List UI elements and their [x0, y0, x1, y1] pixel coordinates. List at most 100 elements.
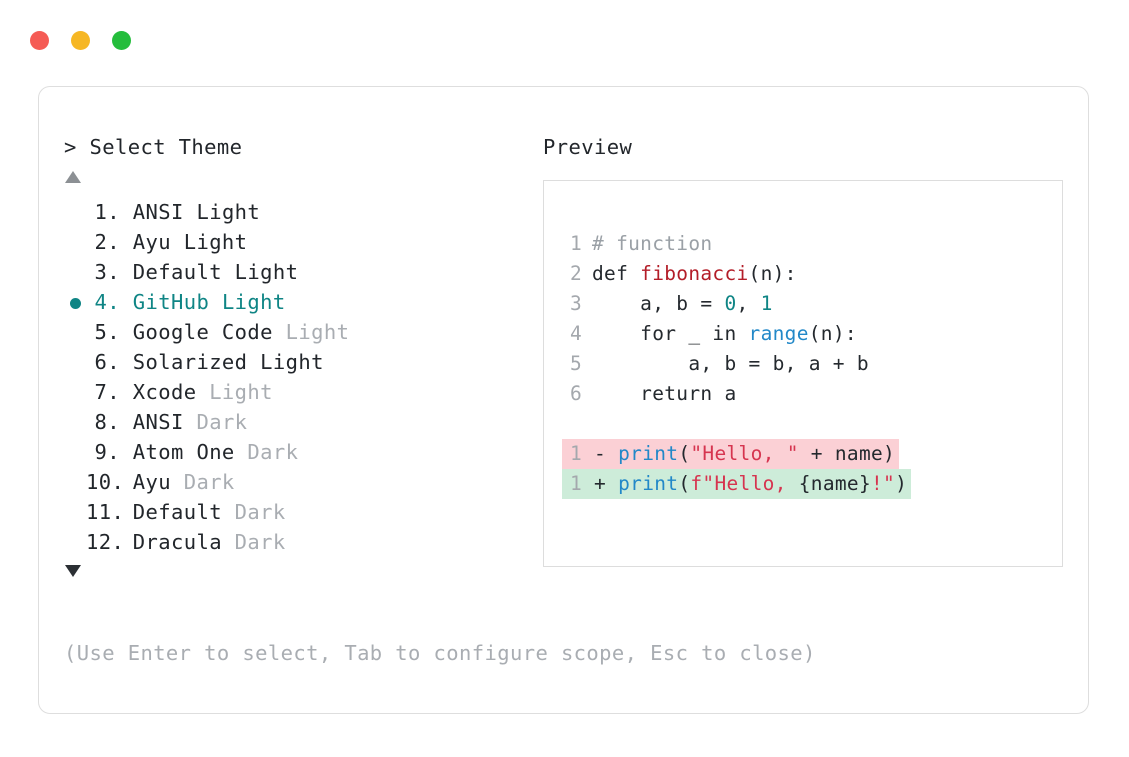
theme-item-variant-tag: Dark: [170, 470, 235, 494]
theme-list-item[interactable]: 11. Default Dark: [64, 497, 534, 527]
window-titlebar: [30, 31, 131, 50]
theme-item-name: Ayu: [120, 470, 171, 494]
theme-item-number: 12.: [86, 530, 125, 554]
code-line: 1 # function: [562, 229, 1062, 259]
line-number: 6: [569, 382, 582, 405]
theme-item-variant-tag: Light: [209, 290, 286, 314]
theme-item-variant-tag: Light: [170, 230, 248, 254]
theme-item-name: Dracula: [120, 530, 222, 554]
code-token: f"Hello,: [690, 472, 799, 495]
theme-item-name: ANSI: [120, 200, 184, 224]
theme-item-number: 5.: [94, 320, 120, 344]
code-token: (: [678, 442, 691, 465]
theme-list-item[interactable]: 10. Ayu Dark: [64, 467, 534, 497]
theme-item-name: Ayu: [120, 230, 171, 254]
close-dot[interactable]: [30, 31, 49, 50]
theme-item-number: 1.: [94, 200, 120, 224]
maximize-dot[interactable]: [112, 31, 131, 50]
code-token: for _ in: [592, 322, 749, 345]
line-number: 3: [569, 292, 582, 315]
selected-bullet-icon: [70, 298, 81, 309]
prompt-title: > Select Theme: [64, 135, 243, 159]
diff-marker: -: [582, 442, 619, 465]
code-line: 4 for _ in range(n):: [562, 319, 1062, 349]
theme-item-number: 2.: [94, 230, 120, 254]
theme-item-variant-tag: Light: [183, 200, 261, 224]
theme-list-item[interactable]: 12. Dracula Dark: [64, 527, 534, 557]
code-token: ,: [736, 292, 761, 315]
theme-item-name: Google Code: [120, 320, 273, 344]
theme-list-item[interactable]: 2. Ayu Light: [64, 227, 534, 257]
theme-item-name: Atom One: [120, 440, 235, 464]
theme-item-name: ANSI: [120, 410, 184, 434]
theme-item-variant-tag: Light: [221, 260, 299, 284]
theme-item-variant-tag: Dark: [221, 530, 286, 554]
code-token: + name): [798, 442, 896, 465]
diff-line-add: 1 + print(f"Hello, {name}!"): [562, 469, 1062, 499]
code-token: "Hello, ": [690, 442, 799, 465]
line-number: 2: [569, 262, 582, 285]
theme-item-variant-tag: Light: [196, 380, 273, 404]
code-line: 6 return a: [562, 379, 1062, 409]
theme-item-name: GitHub: [120, 290, 210, 314]
diff-highlight: 1 - print("Hello, " + name): [562, 439, 900, 469]
code-blank-line: [562, 409, 1062, 439]
code-line: 5 a, b = b, a + b: [562, 349, 1062, 379]
code-token: 1: [760, 292, 773, 315]
diff-highlight: 1 + print(f"Hello, {name}!"): [562, 469, 912, 499]
theme-list-item[interactable]: 5. Google Code Light: [64, 317, 534, 347]
theme-item-variant-tag: Dark: [234, 440, 299, 464]
theme-item-number: 3.: [94, 260, 120, 284]
code-line: 2 def fibonacci(n):: [562, 259, 1062, 289]
minimize-dot[interactable]: [71, 31, 90, 50]
theme-item-name: Default: [120, 260, 222, 284]
code-token: !": [871, 472, 896, 495]
code-token: print: [618, 442, 679, 465]
line-number: 1: [569, 472, 582, 495]
theme-item-name: Default: [120, 500, 222, 524]
theme-item-name: Xcode: [120, 380, 197, 404]
code-token: (: [678, 472, 691, 495]
theme-item-number: 7.: [94, 380, 120, 404]
theme-list-item[interactable]: 7. Xcode Light: [64, 377, 534, 407]
theme-item-number: 8.: [94, 410, 120, 434]
code-token: # function: [592, 232, 713, 255]
theme-list-item[interactable]: 3. Default Light: [64, 257, 534, 287]
code-token: ): [895, 472, 908, 495]
theme-item-variant-tag: Dark: [221, 500, 286, 524]
code-token: def: [592, 262, 641, 285]
theme-item-number: 9.: [94, 440, 120, 464]
scroll-up-arrow-icon[interactable]: [65, 171, 81, 183]
theme-list-item[interactable]: 6. Solarized Light: [64, 347, 534, 377]
code-line: 3 a, b = 0, 1: [562, 289, 1062, 319]
code-token: 0: [724, 292, 737, 315]
theme-item-variant-tag: Dark: [183, 410, 248, 434]
line-number: 5: [569, 352, 582, 375]
theme-item-number: 4.: [94, 290, 120, 314]
keyboard-hint: (Use Enter to select, Tab to configure s…: [64, 641, 816, 665]
code-token: fibonacci: [640, 262, 749, 285]
line-number: 4: [569, 322, 582, 345]
theme-list-item[interactable]: 4. GitHub Light: [64, 287, 534, 317]
theme-item-number: 10.: [86, 470, 125, 494]
theme-item-variant-tag: Light: [247, 350, 324, 374]
theme-item-name: Solarized: [120, 350, 248, 374]
scroll-down-arrow-icon[interactable]: [65, 565, 81, 577]
theme-item-number: 11.: [86, 500, 125, 524]
code-token: (n):: [808, 322, 857, 345]
preview-title: Preview: [543, 135, 633, 159]
theme-list-item[interactable]: 9. Atom One Dark: [64, 437, 534, 467]
code-token: (n):: [748, 262, 797, 285]
diff-marker: +: [582, 472, 619, 495]
line-number: 1: [569, 232, 582, 255]
theme-item-number: 6.: [94, 350, 120, 374]
code-token: range: [748, 322, 809, 345]
theme-list-item[interactable]: 8. ANSI Dark: [64, 407, 534, 437]
theme-list-item[interactable]: 1. ANSI Light: [64, 197, 534, 227]
